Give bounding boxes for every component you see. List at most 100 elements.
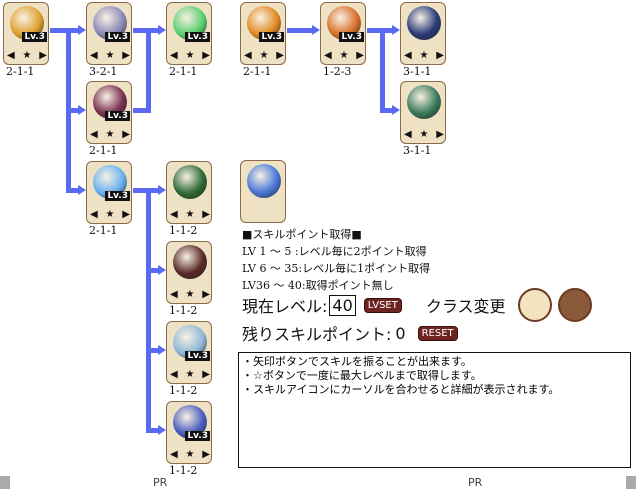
increase-arrow-icon[interactable]: ▶ — [202, 449, 210, 460]
skill-card[interactable]: ◀ ★ ▶ — [166, 241, 212, 304]
decrease-arrow-icon[interactable]: ◀ — [170, 209, 178, 220]
skill-card[interactable]: Lv.3 ◀ ★ ▶ — [166, 401, 212, 464]
skill-code: 2-1-1 — [89, 144, 118, 157]
increase-arrow-icon[interactable]: ▶ — [122, 129, 130, 140]
reset-button[interactable]: RESET — [417, 325, 458, 341]
decrease-arrow-icon[interactable]: ◀ — [170, 289, 178, 300]
class-fist-icon[interactable] — [557, 288, 592, 322]
increase-arrow-icon[interactable]: ▶ — [202, 50, 210, 61]
increase-arrow-icon[interactable]: ▶ — [436, 50, 444, 61]
skill-icon[interactable] — [407, 6, 441, 40]
level-badge: Lv.3 — [185, 32, 210, 42]
skill-code: 1-1-2 — [169, 384, 198, 397]
class-change-label: クラス変更 — [425, 297, 506, 316]
max-star-icon[interactable]: ★ — [105, 50, 115, 61]
decrease-arrow-icon[interactable]: ◀ — [90, 50, 98, 61]
skill-card[interactable]: ◀ ★ ▶ — [400, 2, 446, 65]
skill-code: 1-2-3 — [323, 65, 352, 78]
remaining-points-label: 残りスキルポイント: — [242, 325, 392, 344]
info-line: LV 1 ～ 5 :レベル毎に2ポイント取得 — [242, 245, 427, 258]
level-input[interactable]: 40 — [329, 294, 356, 316]
skill-icon[interactable] — [407, 85, 441, 119]
max-star-icon[interactable]: ★ — [419, 129, 429, 140]
skill-card[interactable]: Lv.3 ◀ ★ ▶ — [86, 161, 132, 224]
increase-arrow-icon[interactable]: ▶ — [122, 209, 130, 220]
help-box: ・矢印ボタンでスキルを振ることが出来ます。 ・☆ボタンで一度に最大レベルまで取得… — [238, 352, 631, 468]
corner-marker — [0, 476, 10, 489]
decrease-arrow-icon[interactable]: ◀ — [170, 369, 178, 380]
skill-card[interactable]: ◀ ★ ▶ — [400, 81, 446, 144]
skill-icon[interactable] — [173, 245, 207, 279]
decrease-arrow-icon[interactable]: ◀ — [170, 449, 178, 460]
skill-code: 1-1-2 — [169, 304, 198, 317]
max-star-icon[interactable]: ★ — [339, 50, 349, 61]
current-level-label: 現在レベル: — [242, 297, 328, 316]
skill-code: 2-1-1 — [243, 65, 272, 78]
skill-code: 1-1-2 — [169, 464, 198, 477]
corner-marker — [626, 476, 636, 489]
skill-card[interactable]: Lv.3 ◀ ★ ▶ — [240, 2, 286, 65]
increase-arrow-icon[interactable]: ▶ — [356, 50, 364, 61]
decrease-arrow-icon[interactable]: ◀ — [170, 50, 178, 61]
increase-arrow-icon[interactable]: ▶ — [122, 50, 130, 61]
skill-card[interactable]: Lv.3 ◀ ★ ▶ — [166, 321, 212, 384]
pr-label: PR — [153, 476, 168, 489]
level-badge: Lv.3 — [105, 191, 130, 201]
decrease-arrow-icon[interactable]: ◀ — [244, 50, 252, 61]
lvset-button[interactable]: LVSET — [363, 297, 402, 313]
skill-code: 3-1-1 — [403, 65, 432, 78]
info-title: ■スキルポイント取得■ — [242, 228, 362, 241]
level-badge: Lv.3 — [105, 32, 130, 42]
increase-arrow-icon[interactable]: ▶ — [202, 289, 210, 300]
help-line: ・☆ボタンで一度に最大レベルまで取得します。 — [242, 369, 482, 382]
skill-code: 2-1-1 — [169, 65, 198, 78]
max-star-icon[interactable]: ★ — [259, 50, 269, 61]
max-star-icon[interactable]: ★ — [419, 50, 429, 61]
max-star-icon[interactable]: ★ — [105, 209, 115, 220]
max-star-icon[interactable]: ★ — [185, 369, 195, 380]
decrease-arrow-icon[interactable]: ◀ — [90, 129, 98, 140]
max-star-icon[interactable]: ★ — [185, 50, 195, 61]
skill-code: 3-1-1 — [403, 144, 432, 157]
level-badge: Lv.3 — [259, 32, 284, 42]
decrease-arrow-icon[interactable]: ◀ — [404, 129, 412, 140]
skill-code: 1-1-2 — [169, 224, 198, 237]
level-badge: Lv.3 — [339, 32, 364, 42]
increase-arrow-icon[interactable]: ▶ — [276, 50, 284, 61]
max-star-icon[interactable]: ★ — [185, 209, 195, 220]
skill-card[interactable]: Lv.3 ◀ ★ ▶ — [320, 2, 366, 65]
remaining-row: 残りスキルポイント: 0 RESET — [242, 321, 458, 345]
decrease-arrow-icon[interactable]: ◀ — [90, 209, 98, 220]
level-badge: Lv.3 — [185, 351, 210, 361]
skill-code: 3-2-1 — [89, 65, 118, 78]
help-line: ・矢印ボタンでスキルを振ることが出来ます。 — [242, 355, 472, 368]
decrease-arrow-icon[interactable]: ◀ — [404, 50, 412, 61]
skill-card[interactable]: ◀ ★ ▶ — [166, 161, 212, 224]
skill-card[interactable] — [240, 160, 286, 223]
max-star-icon[interactable]: ★ — [185, 449, 195, 460]
increase-arrow-icon[interactable]: ▶ — [202, 369, 210, 380]
level-badge: Lv.3 — [185, 431, 210, 441]
pr-label: PR — [468, 476, 483, 489]
level-badge: Lv.3 — [105, 111, 130, 121]
increase-arrow-icon[interactable]: ▶ — [436, 129, 444, 140]
max-star-icon[interactable]: ★ — [22, 50, 32, 61]
skill-code: 2-1-1 — [89, 224, 118, 237]
skill-icon[interactable] — [173, 165, 207, 199]
level-row: 現在レベル: 40 LVSET クラス変更 — [242, 288, 592, 322]
max-star-icon[interactable]: ★ — [185, 289, 195, 300]
info-line: LV 6 ～ 35:レベル毎に1ポイント取得 — [242, 262, 431, 275]
skill-icon[interactable] — [247, 164, 281, 198]
skill-card[interactable]: Lv.3 ◀ ★ ▶ — [166, 2, 212, 65]
decrease-arrow-icon[interactable]: ◀ — [324, 50, 332, 61]
increase-arrow-icon[interactable]: ▶ — [202, 209, 210, 220]
decrease-arrow-icon[interactable]: ◀ — [7, 50, 15, 61]
level-badge: Lv.3 — [22, 32, 47, 42]
help-line: ・スキルアイコンにカーソルを合わせると詳細が表示されます。 — [242, 383, 560, 396]
increase-arrow-icon[interactable]: ▶ — [39, 50, 47, 61]
skill-card[interactable]: Lv.3 ◀ ★ ▶ — [86, 2, 132, 65]
class-sword-icon[interactable] — [517, 288, 552, 322]
max-star-icon[interactable]: ★ — [105, 129, 115, 140]
skill-card[interactable]: Lv.3 ◀ ★ ▶ — [3, 2, 49, 65]
skill-card[interactable]: Lv.3 ◀ ★ ▶ — [86, 81, 132, 144]
